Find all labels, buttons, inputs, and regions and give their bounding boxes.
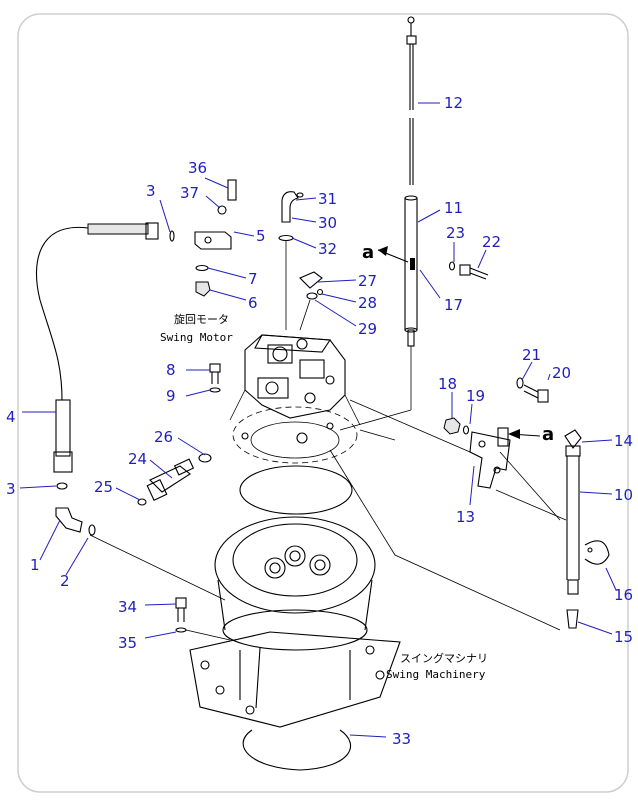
leader-13	[499, 451, 561, 521]
leader-swing-tube	[359, 429, 396, 441]
callout-18: 18	[438, 375, 457, 393]
bracket-13	[469, 427, 511, 489]
callout-32: 32	[318, 240, 337, 258]
elbow-30	[278, 191, 304, 330]
motor-flange	[232, 406, 358, 464]
swing-machinery	[189, 516, 401, 728]
callout-11: 11	[444, 199, 463, 217]
callout-25: 25	[94, 478, 113, 496]
callout-21: 21	[522, 346, 541, 364]
label-swing-machinery-en: Swing Machinery	[386, 668, 486, 681]
callout-31: 31	[318, 190, 337, 208]
tube-10	[564, 429, 610, 629]
callout-5: 5	[256, 227, 266, 245]
fitting-27	[299, 271, 324, 331]
diagram-frame	[17, 13, 629, 793]
svg-text:a: a	[362, 242, 374, 263]
callout-19: 19	[466, 387, 485, 405]
callout-22: 22	[482, 233, 501, 251]
label-swing-motor-jp: 旋回モータ	[174, 312, 229, 326]
o-ring-flange	[239, 465, 353, 515]
callout-15: 15	[614, 628, 633, 646]
callout-6: 6	[248, 294, 258, 312]
callout-29: 29	[358, 320, 377, 338]
fitting-5	[169, 179, 237, 297]
callout-24: 24	[128, 450, 147, 468]
callout-30: 30	[318, 214, 337, 232]
bolt-34	[175, 597, 231, 641]
valve-24	[137, 453, 212, 506]
snap-ring-33	[242, 729, 351, 771]
callout-13: 13	[456, 508, 475, 526]
callout-28: 28	[358, 294, 377, 312]
svg-text:a: a	[542, 424, 554, 445]
swing-motor	[229, 334, 361, 426]
callout-10: 10	[614, 486, 633, 504]
elbow-1	[55, 482, 226, 601]
callout-23: 23	[446, 224, 465, 242]
nut-18	[443, 417, 470, 435]
callout-3-upper: 3	[146, 182, 156, 200]
callout-36: 36	[188, 159, 207, 177]
callout-33: 33	[392, 730, 411, 748]
callout-16: 16	[614, 586, 633, 604]
leader-machinery	[329, 449, 561, 631]
dipstick-assembly	[339, 16, 418, 431]
callout-leaders	[19, 102, 617, 738]
hose-4	[35, 222, 159, 473]
callout-20: 20	[552, 364, 571, 382]
ref-arrow-a-right: a	[508, 424, 554, 445]
callout-1: 1	[30, 556, 40, 574]
callout-4: 4	[6, 408, 16, 426]
callout-34: 34	[118, 598, 137, 616]
callout-17: 17	[444, 296, 463, 314]
callout-7: 7	[248, 270, 258, 288]
callout-14: 14	[614, 432, 633, 450]
callout-12: 12	[444, 94, 463, 112]
bolt-22	[448, 261, 489, 280]
ref-arrow-a-left: a	[362, 242, 409, 263]
label-swing-machinery-jp: スイングマシナリ	[400, 651, 488, 665]
callout-37: 37	[180, 184, 199, 202]
callout-8: 8	[166, 361, 176, 379]
callout-27: 27	[358, 272, 377, 290]
label-swing-motor-en: Swing Motor	[160, 331, 233, 344]
callout-3-lower: 3	[6, 480, 16, 498]
callout-numbers: 12 11 23 22 17 5 7 6 36 37 3 31 30 32 27…	[6, 94, 633, 748]
bolt-8	[209, 363, 221, 393]
leader-hose	[349, 399, 471, 453]
callout-35: 35	[118, 634, 137, 652]
bolt-20	[516, 377, 549, 403]
callout-9: 9	[166, 387, 176, 405]
leader-10-13	[495, 489, 567, 521]
callout-26: 26	[154, 428, 173, 446]
callout-2: 2	[60, 572, 70, 590]
